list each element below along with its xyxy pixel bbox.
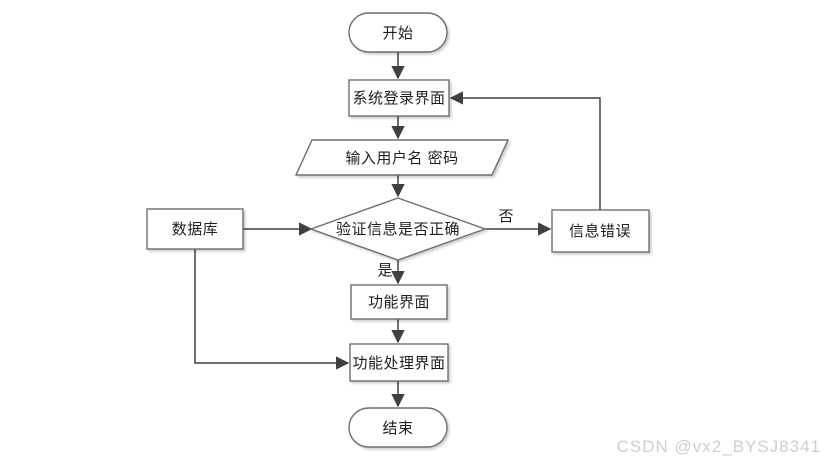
- csdn-watermark: CSDN @vx2_BYSJ8341: [617, 437, 821, 456]
- node-function-process-screen: 功能处理界面: [349, 343, 449, 382]
- node-function-screen: 功能界面: [350, 284, 448, 320]
- node-input-credentials-label: 输入用户名 密码: [345, 150, 458, 167]
- process-shape: [551, 209, 650, 253]
- node-database: 数据库: [146, 208, 244, 250]
- node-login-screen: 系统登录界面: [348, 79, 450, 117]
- node-input-credentials: 输入用户名 密码: [294, 139, 510, 176]
- node-end: 结束: [348, 407, 448, 448]
- edge-label-no: 否: [498, 208, 513, 225]
- terminator-shape: [348, 407, 448, 448]
- node-database-label: 数据库: [172, 221, 219, 238]
- decision-shape: [308, 197, 488, 261]
- node-end-label: 结束: [382, 420, 413, 437]
- process-shape: [146, 208, 244, 250]
- node-start: 开始: [348, 12, 448, 53]
- node-start-label: 开始: [382, 25, 413, 42]
- process-shape: [348, 79, 450, 117]
- input-output-shape: [294, 139, 510, 176]
- edge-label-yes: 是: [377, 262, 392, 279]
- process-shape: [350, 284, 448, 320]
- edge-error-to-login: [449, 91, 601, 210]
- node-verify-decision-label: 验证信息是否正确: [336, 221, 460, 238]
- node-function-screen-label: 功能界面: [368, 294, 430, 311]
- node-info-error: 信息错误: [551, 209, 650, 253]
- edge-database-to-process: [194, 249, 350, 370]
- process-shape: [349, 343, 449, 382]
- node-login-screen-label: 系统登录界面: [352, 90, 445, 107]
- node-function-process-screen-label: 功能处理界面: [352, 355, 445, 372]
- terminator-shape: [348, 12, 448, 53]
- node-verify-decision: 验证信息是否正确: [308, 197, 488, 261]
- node-info-error-label: 信息错误: [569, 223, 631, 240]
